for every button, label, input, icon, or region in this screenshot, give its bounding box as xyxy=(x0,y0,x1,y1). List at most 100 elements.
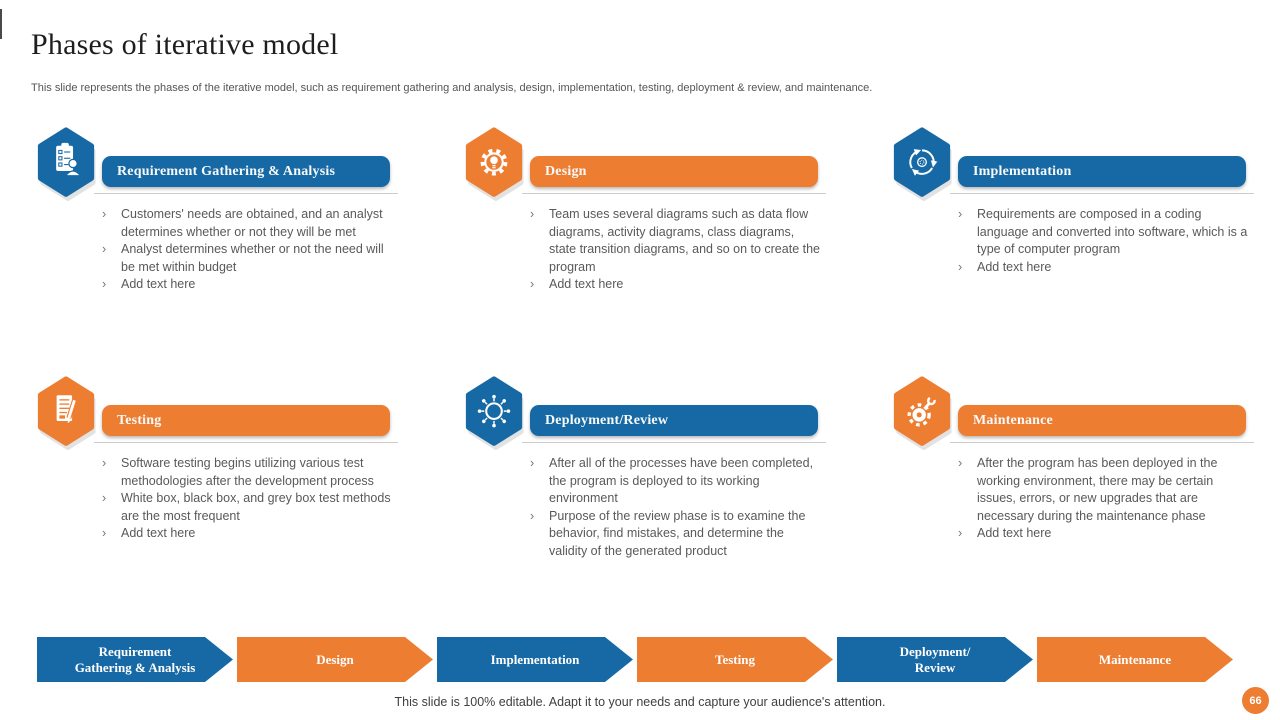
phase-underline xyxy=(950,442,1254,443)
bullet-item: ›After the program has been deployed in … xyxy=(958,455,1248,525)
bullet-marker: › xyxy=(102,456,107,470)
phase-underline xyxy=(950,193,1254,194)
bullet-item: › Software testing begins utilizing vario… xyxy=(102,455,392,490)
bullet-item: › White box, black box, and grey box test… xyxy=(102,490,392,525)
phase-hexagon-icon xyxy=(36,124,96,204)
phase-underline xyxy=(522,442,826,443)
process-flow-step-label: Implementation xyxy=(490,651,580,667)
phase-hexagon-icon xyxy=(464,124,524,204)
process-flow-step-label: Design xyxy=(316,651,354,667)
phase-hexagon-icon xyxy=(892,373,952,453)
phase-card: Testing › Software testing begins utilizi… xyxy=(36,376,432,623)
bullet-marker: › xyxy=(102,491,107,506)
bullet-text: Purpose of the review phase is to examin… xyxy=(549,508,806,558)
phase-title-bar[interactable]: Maintenance xyxy=(958,405,1246,436)
bullet-marker: › xyxy=(102,277,107,292)
slide-subtitle: This slide represents the phases of the … xyxy=(31,82,873,94)
bullet-item: › Requirements are composed in a coding l… xyxy=(958,206,1248,259)
process-flow-step[interactable]: Implementation xyxy=(437,637,633,682)
bullet-marker: › xyxy=(958,207,963,221)
bullet-marker: › xyxy=(958,526,963,541)
page-number-badge: 66 xyxy=(1242,687,1269,714)
gear-wrench-icon xyxy=(893,376,952,451)
phase-title-bar[interactable]: Testing xyxy=(102,405,390,436)
bullet-text: After all of the processes have been com… xyxy=(549,456,814,506)
phase-title-bar[interactable]: Implementation xyxy=(958,156,1246,187)
process-flow-step[interactable]: Maintenance xyxy=(1037,637,1233,682)
phase-underline xyxy=(522,193,826,194)
bullet-item: › After all of the processes have been co… xyxy=(530,455,820,508)
bullet-item: › Add text here xyxy=(102,276,392,294)
process-flow-step[interactable]: Design xyxy=(237,637,433,682)
bullet-text: Add text here xyxy=(977,526,1052,541)
sync-arrows-gear-icon xyxy=(893,127,952,202)
bullet-marker: › xyxy=(102,207,107,221)
phase-title: Implementation xyxy=(973,163,1072,179)
bullet-text: Software testing begins utilizing variou… xyxy=(121,456,374,488)
phase-hexagon-icon xyxy=(36,373,96,453)
slide-edge-mark xyxy=(0,9,2,39)
gear-lightbulb-icon xyxy=(465,127,524,202)
document-pencil-icon xyxy=(37,376,96,451)
process-flow-step[interactable]: Testing xyxy=(637,637,833,682)
phase-title: Requirement Gathering & Analysis xyxy=(117,163,336,179)
process-flow-step-label: Testing xyxy=(715,651,755,667)
process-flow-step-label: Deployment/ xyxy=(899,644,971,659)
bullet-item: › Add text here xyxy=(530,276,820,294)
phase-underline xyxy=(94,193,398,194)
bullet-item: › Add text here xyxy=(958,259,1248,277)
phase-bullet-list: › Customers' needs are obtained, and an a… xyxy=(102,206,392,294)
bullet-text: Add text here xyxy=(549,277,624,292)
bullet-text: Team uses several diagrams such as data … xyxy=(549,207,820,274)
bullet-item: › Analyst determines whether or not the n… xyxy=(102,241,392,276)
process-flow-step-label: Maintenance xyxy=(1098,651,1172,667)
phase-title: Design xyxy=(545,163,587,179)
bullet-text: Add text here xyxy=(977,259,1052,274)
bullet-marker: › xyxy=(102,242,107,257)
bullet-item: › Team uses several diagrams such as data… xyxy=(530,206,820,276)
bullet-text: Requirements are composed in a coding la… xyxy=(977,207,1248,257)
phase-bullet-list: › Team uses several diagrams such as data… xyxy=(530,206,820,294)
bullet-item: › Add text here xyxy=(102,525,392,543)
bullet-item: › Purpose of the review phase is to exami… xyxy=(530,508,820,561)
network-hub-icon xyxy=(465,376,524,451)
phase-title: Maintenance xyxy=(973,412,1053,428)
phase-hexagon-icon xyxy=(892,124,952,204)
bullet-text: Customers' needs are obtained, and an an… xyxy=(121,207,383,239)
footer-note: This slide is 100% editable. Adapt it to… xyxy=(394,695,886,709)
phase-card: Implementation › Requirements are compose… xyxy=(892,127,1280,374)
bullet-marker: › xyxy=(530,207,535,221)
bullet-text: After the program has been deployed in t… xyxy=(977,456,1218,523)
phase-hexagon-icon xyxy=(464,373,524,453)
phase-card: Requirement Gathering & Analysis › Custom… xyxy=(36,127,432,374)
bullet-marker: › xyxy=(102,526,107,541)
phase-bullet-list: › Requirements are composed in a coding l… xyxy=(958,206,1248,276)
bullet-text: Add text here xyxy=(121,277,196,292)
phase-title: Testing xyxy=(117,412,162,428)
phase-title-bar[interactable]: Deployment/Review xyxy=(530,405,818,436)
process-flow-step-label: Requirement xyxy=(98,644,172,659)
page-title: Phases of iterative model xyxy=(31,28,339,61)
bullet-marker: › xyxy=(530,277,535,292)
phase-card: Maintenance › After the program has been … xyxy=(892,376,1280,623)
phase-underline xyxy=(94,442,398,443)
bullet-item: › Add text here xyxy=(958,525,1248,543)
phase-bullet-list: › After the program has been deployed in … xyxy=(958,455,1248,543)
bullet-text: Add text here xyxy=(121,526,196,541)
process-flow-step-label: Gathering & Analysis xyxy=(74,659,196,675)
bullet-marker: › xyxy=(530,456,535,470)
bullet-item: › Customers' needs are obtained, and an a… xyxy=(102,206,392,241)
phase-bullet-list: › After all of the processes have been co… xyxy=(530,455,820,561)
bullet-marker: › xyxy=(530,508,535,523)
process-flow-step[interactable]: Deployment/Review xyxy=(837,637,1033,682)
process-flow-step-label: Review xyxy=(914,659,956,675)
phase-card: Deployment/Review › After all of the proc… xyxy=(464,376,860,623)
phase-title: Deployment/Review xyxy=(545,412,669,428)
bullet-text: Analyst determines whether or not the ne… xyxy=(121,242,384,274)
bullet-marker: › xyxy=(958,259,963,274)
phase-bullet-list: › Software testing begins utilizing vario… xyxy=(102,455,392,543)
phase-title-bar[interactable]: Requirement Gathering & Analysis xyxy=(102,156,390,187)
phase-title-bar[interactable]: Design xyxy=(530,156,818,187)
bullet-text: White box, black box, and grey box test … xyxy=(121,491,391,523)
